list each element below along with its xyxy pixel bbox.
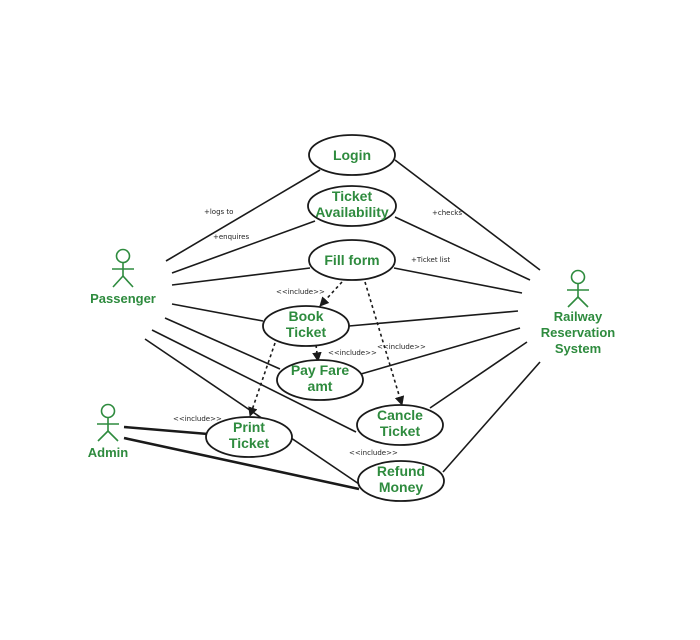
refund-money-label-line-2: Money <box>379 479 424 495</box>
ticket-availability-label-line-1: Ticket <box>332 188 373 204</box>
use-case-ticket-availability: Ticket Availability <box>307 185 397 227</box>
passenger-stick-figure-icon <box>112 248 134 288</box>
include-dependencies <box>248 281 405 417</box>
line-passenger-login <box>165 169 321 262</box>
line-pay-fare-system <box>360 327 521 375</box>
use-case-fill-form: Fill form <box>308 239 396 281</box>
pay-fare-label-line-1: Pay Fare <box>291 362 350 378</box>
use-case-login: Login <box>308 134 396 176</box>
book-ticket-label-line-2: Ticket <box>286 324 327 340</box>
admin-label: Admin <box>88 445 129 460</box>
actor-railway-reservation-system: Railway Reservation System <box>541 269 615 356</box>
line-admin-print-ticket <box>123 425 209 436</box>
use-case-print-ticket: Print Ticket <box>205 416 293 458</box>
line-passenger-fill-form <box>171 267 311 286</box>
system-label-line-3: System <box>555 341 601 356</box>
include-label-print-ticket: <<include>> <box>173 415 222 423</box>
use-case-refund-money: Refund Money <box>357 460 445 502</box>
system-stick-figure-icon <box>567 269 589 308</box>
book-ticket-label-line-1: Book <box>289 308 324 324</box>
use-case-pay-fare: Pay Fare amt <box>276 359 364 401</box>
admin-stick-figure-icon <box>97 403 119 442</box>
line-admin-refund-money <box>123 436 360 491</box>
line-passenger-book-ticket <box>171 303 264 322</box>
include-label-cancel-ticket: <<include>> <box>377 343 426 351</box>
print-ticket-label-line-2: Ticket <box>229 435 270 451</box>
pay-fare-label-line-2: amt <box>308 378 333 394</box>
cancel-ticket-label-line-1: Cancle <box>377 407 423 423</box>
ticket-list-label: +Ticket list <box>411 256 450 264</box>
include-label-pay-fare: <<include>> <box>328 349 377 357</box>
print-ticket-label-line-1: Print <box>233 419 265 435</box>
line-cancel-ticket-system <box>429 341 528 409</box>
enquires-label: +enquires <box>213 233 249 241</box>
line-passenger-cancel-ticket <box>151 329 357 433</box>
include-label-book-ticket: <<include>> <box>276 288 325 296</box>
include-book-ticket-print-ticket <box>248 342 276 417</box>
line-fill-form-system <box>393 267 523 294</box>
actor-admin: Admin <box>88 403 129 460</box>
refund-money-label-line-1: Refund <box>377 463 425 479</box>
include-label-refund-money: <<include>> <box>349 449 398 457</box>
cancel-ticket-label-line-2: Ticket <box>380 423 421 439</box>
fill-form-label: Fill form <box>324 252 379 268</box>
passenger-label: Passenger <box>90 291 156 306</box>
relationship-labels: +logs to +enquires +checks +Ticket list … <box>173 208 462 457</box>
login-label: Login <box>333 147 371 163</box>
system-label-line-1: Railway <box>554 309 603 324</box>
line-refund-money-system <box>442 361 541 473</box>
ticket-availability-label-line-2: Availability <box>315 204 389 220</box>
line-ticket-availability-system <box>394 216 531 281</box>
line-passenger-pay-fare <box>164 317 281 370</box>
logs-to-label: +logs to <box>204 208 233 216</box>
use-case-book-ticket: Book Ticket <box>262 305 350 347</box>
system-label-line-2: Reservation <box>541 325 615 340</box>
line-passenger-ticket-availability <box>171 220 316 274</box>
include-book-ticket-pay-fare <box>312 344 322 362</box>
actor-passenger: Passenger <box>90 248 156 306</box>
checks-label: +checks <box>432 209 462 217</box>
line-login-system <box>394 159 541 271</box>
use-case-cancel-ticket: Cancle Ticket <box>356 404 444 446</box>
